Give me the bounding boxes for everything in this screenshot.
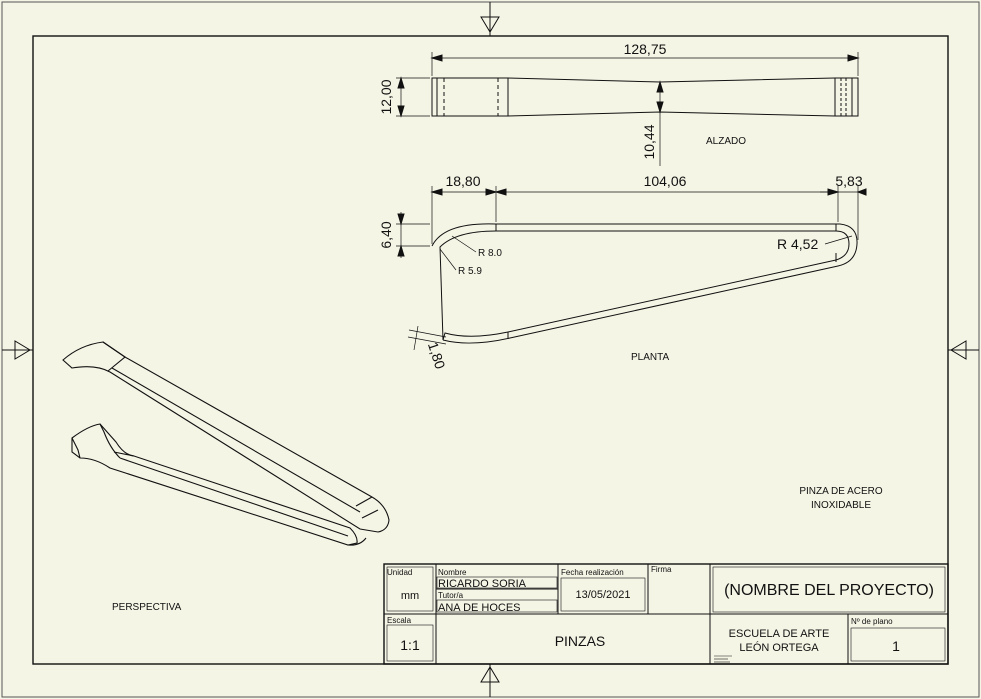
planta-view <box>396 186 867 351</box>
nombre-label: Nombre <box>438 568 467 577</box>
title-block <box>383 563 949 665</box>
escala-label: Escala <box>387 616 412 625</box>
dim-left-segment: 18,80 <box>445 173 480 189</box>
dim-mid-height: 10,44 <box>641 124 657 159</box>
plano-value: 1 <box>892 638 900 654</box>
dim-radius-outer: R 4,52 <box>777 236 818 252</box>
escala-value: 1:1 <box>400 637 420 653</box>
dim-mid-segment: 104,06 <box>644 173 687 189</box>
fecha-label: Fecha realización <box>561 568 624 577</box>
school-line2: LEÓN ORTEGA <box>739 641 819 654</box>
dim-thickness: 1,80 <box>425 340 449 371</box>
dim-length-total: 128,75 <box>624 41 667 57</box>
label-planta: PLANTA <box>631 352 669 363</box>
dim-radius-b: R 5.9 <box>458 266 482 277</box>
firma-label: Firma <box>651 565 672 574</box>
dim-radius-a: R 8.0 <box>478 248 502 259</box>
school-logo <box>714 655 732 663</box>
label-alzado: ALZADO <box>706 136 746 147</box>
nombre-value: RICARDO SORIA <box>438 578 527 590</box>
alzado-view <box>396 52 860 166</box>
dim-right-segment: 5,83 <box>835 173 862 189</box>
school-line1: ESCUELA DE ARTE <box>729 628 830 640</box>
drawing-border <box>32 35 949 665</box>
project-name: (NOMBRE DEL PROYECTO) <box>724 582 934 599</box>
dim-opening: 6,40 <box>378 221 394 248</box>
tutor-label: Tutor/a <box>438 591 464 600</box>
note-line2: INOXIDABLE <box>811 500 871 511</box>
unidad-label: Unidad <box>387 568 412 577</box>
unidad-value: mm <box>401 590 419 602</box>
piece-name: PINZAS <box>555 633 606 649</box>
dim-height: 12,00 <box>378 79 394 114</box>
note-line1: PINZA DE ACERO <box>799 486 883 497</box>
label-perspectiva: PERSPECTIVA <box>112 602 182 613</box>
perspectiva-view <box>62 341 390 546</box>
plano-label: Nº de plano <box>851 617 893 626</box>
tutor-value: ANA DE HOCES <box>438 602 521 614</box>
fecha-value: 13/05/2021 <box>575 589 630 601</box>
